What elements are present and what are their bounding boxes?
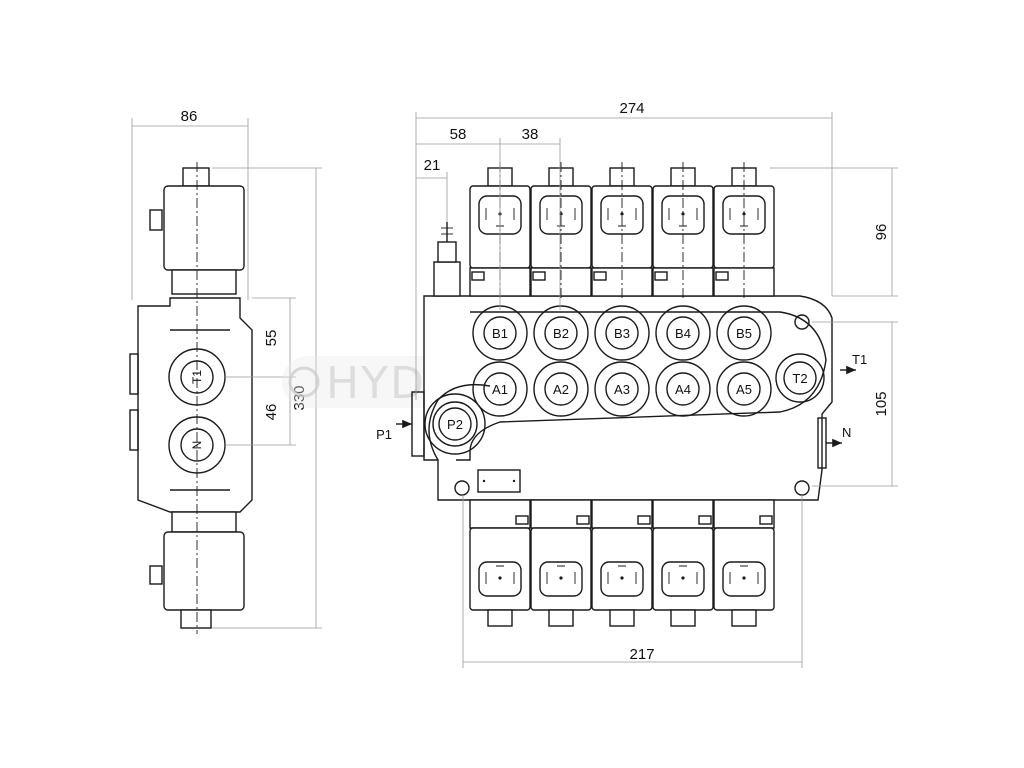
bottom-solenoid-socket [600, 561, 644, 597]
port-b2-inner [544, 316, 578, 350]
port-b4-inner [666, 316, 700, 350]
bottom-manual-override [576, 515, 590, 525]
port-b3-inner [605, 316, 639, 350]
top-coil [163, 185, 245, 271]
bottom-solenoid-connector [609, 609, 635, 627]
port-a3-outer [594, 361, 650, 417]
bottom-manual-override [515, 515, 529, 525]
port-b5-label: B5 [736, 326, 752, 341]
port-b1-inner [483, 316, 517, 350]
mount-hole-top-right [794, 314, 810, 330]
dim-label-21: 21 [424, 157, 441, 174]
port-t2-outer [775, 353, 825, 403]
bottom-coil [163, 531, 245, 611]
port-a2-label: A2 [553, 382, 569, 397]
dim-label-55: 55 [263, 330, 280, 347]
coil-plug-top [149, 209, 163, 231]
flow-label-n: N [842, 425, 851, 440]
bottom-solenoid-connector [487, 609, 513, 627]
bottom-manual-override [759, 515, 773, 525]
top-manual-override [532, 271, 546, 281]
bottom-solenoids [469, 499, 775, 627]
dim-label-96: 96 [873, 224, 890, 241]
flow-label-p1: P1 [376, 427, 392, 442]
port-a5-label: A5 [736, 382, 752, 397]
nameplate [477, 469, 521, 493]
port-p2-inner [438, 407, 472, 441]
port-a2-inner [544, 372, 578, 406]
dim-label-46: 46 [263, 404, 280, 421]
dim-label-58: 58 [450, 126, 467, 143]
port-b3-outer [594, 305, 650, 361]
port-a2-outer [533, 361, 589, 417]
b-port-row: B1 B2 B3 B4 B5 [472, 305, 772, 361]
bottom-solenoid-connector [548, 609, 574, 627]
bottom-solenoid-socket [661, 561, 705, 597]
port-b2-outer [533, 305, 589, 361]
port-b5-inner [727, 316, 761, 350]
bottom-solenoid-socket [478, 561, 522, 597]
dim-label-274: 274 [619, 100, 644, 117]
port-label-t2: T2 [792, 371, 807, 386]
bottom-solenoid-connector [731, 609, 757, 627]
a-port-row: A1 A2 A3 A4 A5 [472, 361, 772, 417]
port-b4-label: B4 [675, 326, 691, 341]
side-view: T1 N 86 55 46 330 [129, 108, 322, 634]
dim-label-38: 38 [522, 126, 539, 143]
coil-plug-bottom [149, 565, 163, 585]
top-manual-override [593, 271, 607, 281]
port-b4-outer [655, 305, 711, 361]
port-a3-label: A3 [614, 382, 630, 397]
port-b2-label: B2 [553, 326, 569, 341]
dim-label-217: 217 [629, 646, 654, 663]
top-armature [171, 269, 237, 295]
watermark-logo-icon [288, 366, 320, 398]
dim-label-105: 105 [873, 391, 890, 416]
flow-label-t1: T1 [852, 352, 867, 367]
bottom-solenoid-socket [722, 561, 766, 597]
port-b3-label: B3 [614, 326, 630, 341]
side-boss-upper [129, 353, 139, 395]
port-a5-inner [727, 372, 761, 406]
port-label-p2: P2 [447, 417, 463, 432]
bottom-solenoid-connector [670, 609, 696, 627]
side-port-label-t1: T1 [190, 370, 204, 384]
bottom-armature [171, 511, 237, 533]
bottom-solenoid-socket [539, 561, 583, 597]
bottom-connector [180, 609, 212, 629]
top-connector [182, 167, 210, 187]
port-a4-inner [666, 372, 700, 406]
port-a4-outer [655, 361, 711, 417]
top-manual-override [715, 271, 729, 281]
port-t2-inner [783, 361, 817, 395]
port-a1-outer [472, 361, 528, 417]
top-manual-override [471, 271, 485, 281]
top-solenoids [469, 162, 775, 300]
dim-label-86: 86 [181, 108, 198, 125]
relief-valve-body [433, 261, 461, 297]
port-a4-label: A4 [675, 382, 691, 397]
port-a3-inner [605, 372, 639, 406]
top-manual-override [654, 271, 668, 281]
port-p2-mid [432, 401, 478, 447]
relief-valve-nut [437, 241, 457, 263]
port-a1-inner [483, 372, 517, 406]
bottom-manual-override [637, 515, 651, 525]
bottom-manual-override [698, 515, 712, 525]
port-a5-outer [716, 361, 772, 417]
side-boss-lower [129, 409, 139, 451]
port-p2-outer [424, 393, 486, 455]
port-b5-outer [716, 305, 772, 361]
port-a1-label: A1 [492, 382, 508, 397]
front-view: B1 B2 B3 B4 B5 A1 A2 A3 A4 A5 P2 T2 P1 T1 N [376, 100, 898, 668]
mount-hole-bottom-left [454, 480, 470, 496]
port-b1-label: B1 [492, 326, 508, 341]
